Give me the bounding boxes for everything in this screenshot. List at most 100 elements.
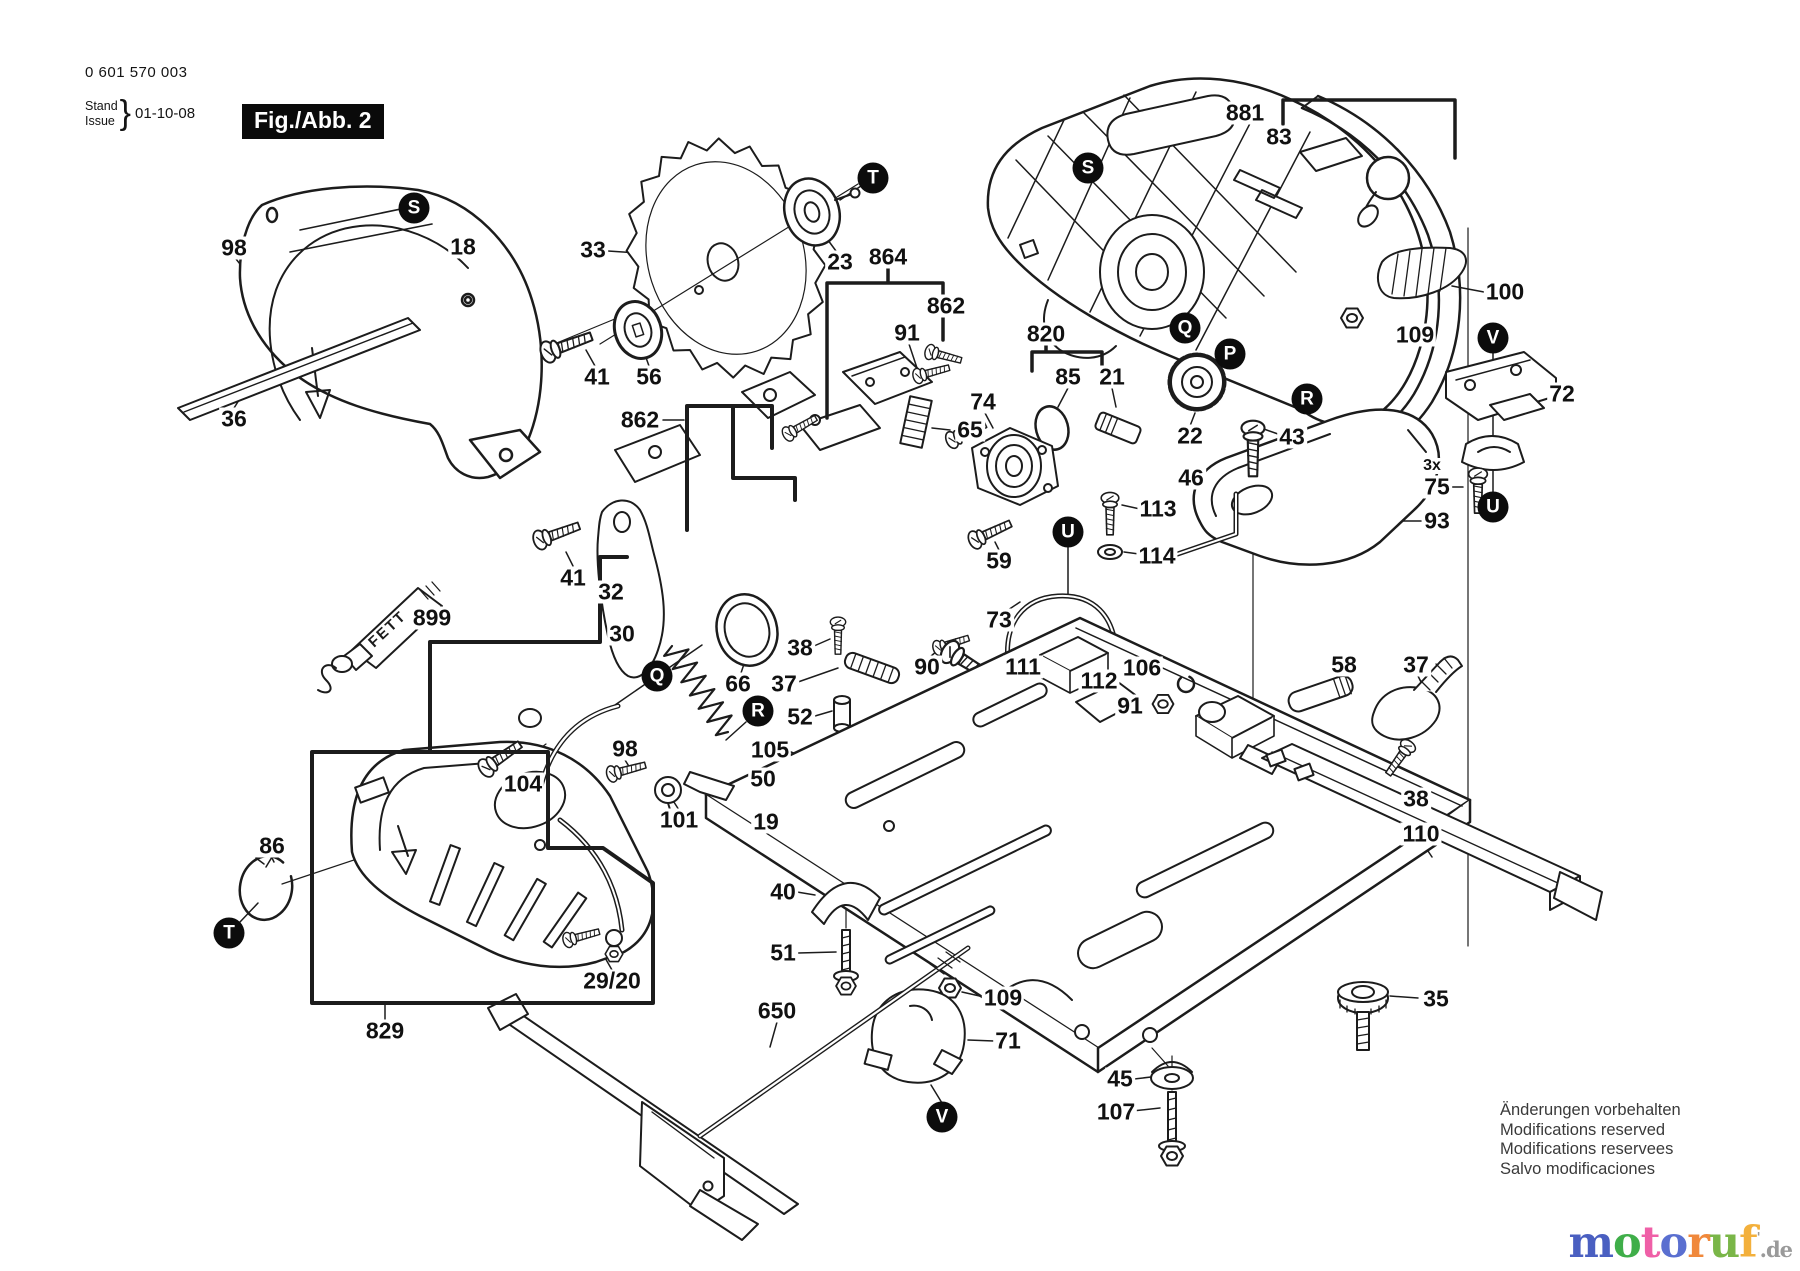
part-label-862: 862 [924,292,968,319]
variant-badge-V: V [1477,322,1509,354]
part-label-83: 83 [1264,123,1294,150]
document-part-number: 0 601 570 003 [85,64,188,81]
part-label-71: 71 [993,1027,1023,1054]
part-label-104: 104 [501,770,545,797]
stand-label: Stand [85,98,118,113]
part-label-112: 112 [1078,667,1120,694]
disclaimer-line: Salvo modificaciones [1500,1159,1655,1178]
part-label-98: 98 [610,735,640,762]
issue-row: Stand Issue } 01-10-08 [85,94,195,133]
variant-badge-S: S [1072,152,1104,184]
part-label-21: 21 [1097,363,1127,390]
logo-letter: t [1640,1218,1661,1268]
gear-spindle-drawing [1034,352,1227,451]
part-label-105: 105 [748,736,792,763]
part-label-73: 73 [984,606,1014,633]
variant-badge-P: P [1214,338,1246,370]
part-label-74: 74 [968,388,998,415]
motoruf-watermark: motoruf'.de [1568,1222,1793,1265]
disclaimer-block: Änderungen vorbehalten Modifications res… [1500,1101,1681,1179]
mount-bracket-drawing [614,342,964,483]
part-label-90: 90 [912,653,942,680]
part-label-35: 35 [1421,985,1451,1012]
part-label-51: 51 [768,939,798,966]
logo-letter: r [1687,1218,1710,1268]
part-label-829: 829 [363,1017,407,1044]
variant-badge-U: U [1477,491,1509,523]
plate-72-drawing [1445,351,1557,514]
logo-letter: o [1659,1218,1689,1268]
part-label-100: 100 [1483,278,1527,305]
part-label-65: 65 [955,416,985,443]
part-label-52: 52 [785,703,815,730]
logo-letter: o [1612,1218,1642,1268]
part-label-50: 50 [748,765,778,792]
part-label-106: 106 [1120,654,1164,681]
part-label-650: 650 [755,997,799,1024]
rip-fence-drawing [487,945,971,1241]
logo-letter: f [1739,1218,1757,1268]
clamp-shoe-drawing [811,881,881,996]
handle-screws-drawing [1097,419,1266,563]
variant-badge-S: S [398,192,430,224]
part-label-45: 45 [1105,1065,1135,1092]
part-label-32: 32 [596,578,626,605]
variant-badge-Q: Q [1169,312,1201,344]
part-label-820: 820 [1024,320,1068,347]
pivot-parts-drawing [474,703,735,817]
knob-881-drawing [1299,137,1411,228]
depth-lever-drawing [1287,655,1463,780]
part-label-56: 56 [634,363,664,390]
insert-strip-drawing [177,317,421,421]
logo-mark: ' [1756,1230,1761,1246]
retaining-ring-drawing [238,853,294,922]
logo-suffix: .de [1759,1237,1793,1262]
part-label-40: 40 [768,878,798,905]
issue-label: Issue [85,113,115,128]
variant-badge-U: U [1052,516,1084,548]
part-label-98: 98 [219,234,249,261]
part-label-19: 19 [751,808,781,835]
part-label-23: 23 [825,248,855,275]
part-label-109: 109 [1393,321,1437,348]
part-label-33: 33 [578,236,608,263]
variant-badge-T: T [857,162,889,194]
part-label-41: 41 [582,363,612,390]
part-label-86: 86 [257,832,287,859]
variant-badge-R: R [1291,383,1323,415]
clamp-flange-drawing [783,177,861,247]
part-label-110: 110 [1400,820,1442,847]
foot-screw-drawing [1150,1061,1194,1167]
part-label-75: 75 [1422,473,1452,500]
part-label-18: 18 [448,233,478,260]
part-label-109: 109 [981,984,1025,1011]
part-label-114: 114 [1136,542,1178,569]
part-label-30: 30 [607,620,637,647]
cam-71-drawing [863,977,966,1084]
part-label-3x: 3x [1421,457,1443,474]
part-label-29-20: 29/20 [581,967,643,994]
issue-date: 01-10-08 [135,105,196,122]
lever-100-drawing [1340,246,1467,329]
variant-badge-V: V [926,1101,958,1133]
part-label-113: 113 [1137,495,1179,522]
part-label-36: 36 [219,405,249,432]
part-label-101: 101 [657,806,701,833]
part-label-864: 864 [866,243,910,270]
part-label-38: 38 [1401,785,1431,812]
lower-guard-drawing [350,740,655,969]
part-label-881: 881 [1223,99,1267,126]
part-label-46: 46 [1176,464,1206,491]
brace-glyph: } [119,94,132,132]
disclaimer-line: Änderungen vorbehalten [1500,1101,1681,1119]
part-label-91: 91 [1115,692,1145,719]
bearing-flange-drawing [942,415,1059,506]
part-label-43: 43 [1277,423,1307,450]
group-boxes [310,404,797,1005]
part-label-72: 72 [1547,380,1577,407]
part-label-41: 41 [558,564,588,591]
part-label-91: 91 [892,319,922,346]
part-label-66: 66 [723,670,753,697]
variant-badge-T: T [213,917,245,949]
